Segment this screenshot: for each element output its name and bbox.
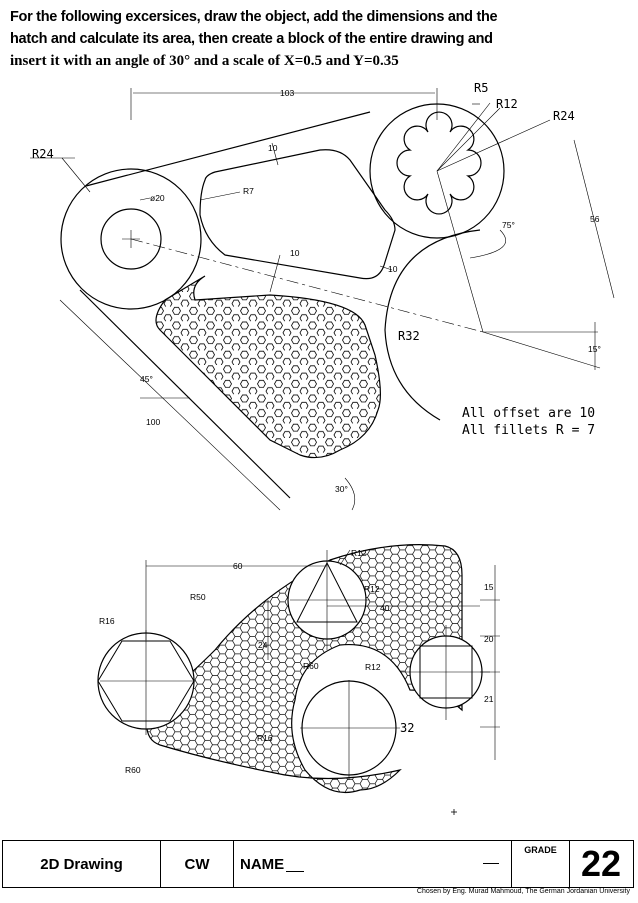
left-boss-inner (100, 208, 162, 270)
instruction-line-2: hatch and calculate its area, then creat… (10, 31, 493, 47)
dim-103: 103 (280, 88, 294, 98)
left-boss-outer (60, 168, 202, 310)
dim2-r50: R50 (190, 592, 206, 602)
dim-r24-right: R24 (553, 109, 575, 123)
drawing-2 (97, 544, 500, 794)
sheet-number: 22 (580, 843, 622, 884)
dim-dia20: ø20 (150, 193, 165, 203)
dim2-r60-low: R60 (125, 765, 141, 775)
dim2-r12-top: R12 (351, 548, 367, 558)
dim2-r16-low: R16 (257, 733, 273, 743)
dim2-r60-mid: R60 (303, 661, 319, 671)
dim-r24-left: R24 (32, 147, 54, 161)
dim2-40: 40 (380, 603, 390, 613)
dim2-r12-low: R12 (365, 662, 381, 672)
instruction-line-3: insert it with an angle of 30° and a sca… (10, 53, 399, 69)
dim-angle-45: 45° (140, 374, 153, 384)
name-label: NAME (240, 855, 285, 873)
dim-r32: R32 (398, 329, 420, 343)
origin-marker (451, 809, 457, 815)
dim2-60: 60 (233, 561, 243, 571)
footer-credit: Chosen by Eng. Murad Mahmoud, The German… (416, 888, 630, 895)
dim-100: 100 (146, 417, 160, 427)
instruction-line-1: For the following excersices, draw the o… (10, 9, 498, 25)
title-block-type: CW (161, 841, 234, 887)
note-offsets: All offset are 10 (462, 406, 595, 421)
dim2-r16-left: R16 (99, 616, 115, 626)
drawing-1 (30, 88, 615, 511)
dim-10-top: 10 (268, 143, 278, 153)
right-boss-cutout (396, 111, 482, 215)
dim2-r12-mid: R12 (364, 584, 380, 594)
grade-label: GRADE (512, 841, 570, 887)
slot-cutout (199, 149, 396, 280)
dim-angle-75: 75° (502, 220, 515, 230)
dim2-24: 24 (258, 640, 268, 650)
note-fillets: All fillets R = 7 (462, 423, 595, 438)
title-block-name: 2D Drawing (3, 841, 161, 887)
title-block: 2D Drawing CW NAME GRADE 22 (2, 840, 634, 888)
dim-10-right: 10 (388, 264, 398, 274)
dim2-32: 32 (400, 721, 414, 735)
dim-r12: R12 (496, 97, 518, 111)
dim-r5: R5 (474, 81, 488, 95)
instructions: For the following excersices, draw the o… (10, 6, 610, 72)
title-block-name-field: NAME (234, 841, 512, 887)
dim-10-mid: 10 (290, 248, 300, 258)
dim2-15: 15 (484, 582, 494, 592)
dim-r7: R7 (243, 186, 254, 196)
dim-angle-15: 15° (588, 344, 601, 354)
dim-angle-30: 30° (335, 484, 348, 494)
dim-56: 56 (590, 214, 600, 224)
dim2-20: 20 (484, 634, 494, 644)
dim2-21: 21 (484, 694, 494, 704)
hatched-region-1 (155, 275, 381, 459)
